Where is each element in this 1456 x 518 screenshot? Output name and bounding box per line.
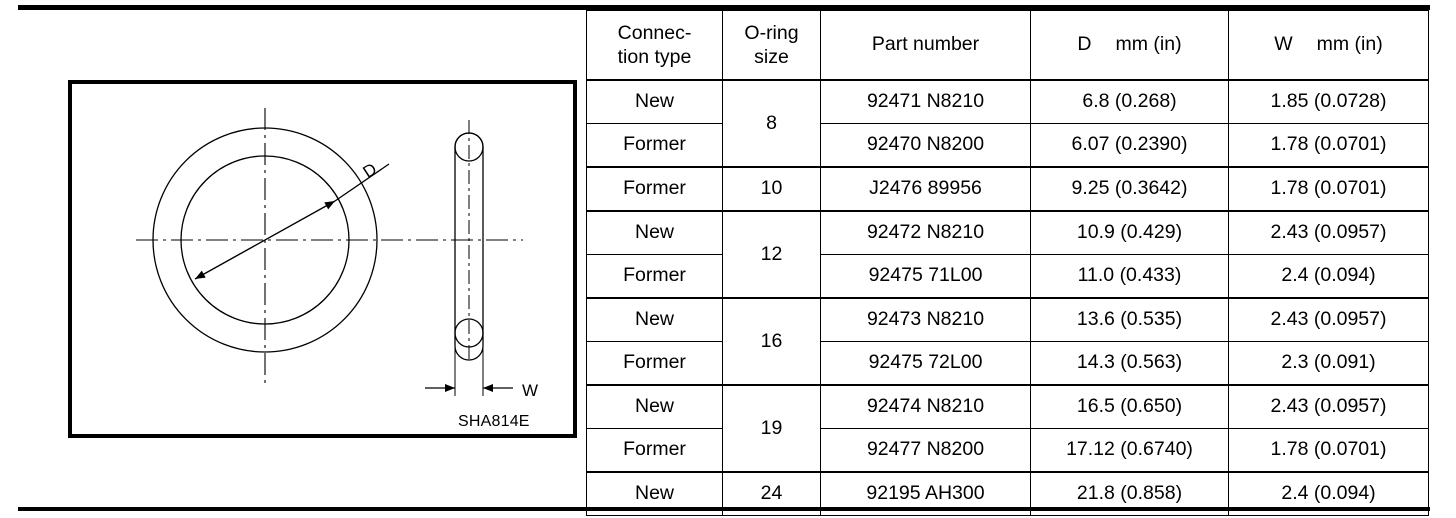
oring-section-view: [425, 120, 513, 396]
top-rule: [18, 5, 1430, 10]
d-cell: 16.5 (0.650): [1030, 384, 1229, 429]
table-row: Former 92475 71L00 11.0 (0.433) 2.4 (0.0…: [586, 254, 1429, 299]
part-number-cell: 92477 N8200: [820, 428, 1031, 473]
w-cell: 1.85 (0.0728): [1228, 79, 1429, 124]
part-number-cell: 92475 71L00: [820, 254, 1031, 299]
connection-type-cell: Former: [586, 254, 723, 299]
connection-type-cell: Former: [586, 166, 723, 212]
diameter-dimension-line: [194, 200, 336, 280]
d-cell: 6.8 (0.268): [1030, 79, 1229, 124]
connection-type-cell: Former: [586, 123, 723, 168]
d-cell: 11.0 (0.433): [1030, 254, 1229, 299]
table-row: New 8 92471 N8210 6.8 (0.268) 1.85 (0.07…: [586, 79, 1429, 168]
table-row: Former 92475 72L00 14.3 (0.563) 2.3 (0.0…: [586, 341, 1429, 386]
table-row: Former 10 J2476 89956 9.25 (0.3642) 1.78…: [586, 166, 1429, 212]
connection-type-cell: New: [586, 297, 723, 342]
connection-type-cell: Former: [586, 428, 723, 473]
oring-figure: D W SHA814E: [68, 80, 577, 438]
oring-size-cell: 19: [722, 384, 821, 473]
part-number-cell: 92472 N8210: [820, 210, 1031, 255]
w-cell: 1.78 (0.0701): [1228, 166, 1429, 212]
oring-size-cell: 8: [722, 79, 821, 168]
oring-size-cell: 16: [722, 297, 821, 386]
table-row: New 16 92473 N8210 13.6 (0.535) 2.43 (0.…: [586, 297, 1429, 386]
diameter-leader-line: [334, 163, 390, 202]
w-cell: 1.78 (0.0701): [1228, 123, 1429, 168]
header-part-number: Part number: [820, 10, 1031, 81]
part-number-cell: 92475 72L00: [820, 341, 1031, 386]
w-cell: 2.4 (0.094): [1228, 254, 1429, 299]
header-oring-size: O-ring size: [722, 10, 821, 81]
figure-code: SHA814E: [458, 413, 530, 430]
d-cell: 9.25 (0.3642): [1030, 166, 1229, 212]
w-cell: 2.43 (0.0957): [1228, 297, 1429, 342]
bottom-rule: [18, 507, 1430, 511]
w-cell: 1.78 (0.0701): [1228, 428, 1429, 473]
d-cell: 14.3 (0.563): [1030, 341, 1229, 386]
connection-type-cell: New: [586, 210, 723, 255]
oring-diagram: [136, 108, 523, 396]
connection-type-cell: Former: [586, 341, 723, 386]
table-row: New 12 92472 N8210 10.9 (0.429) 2.43 (0.…: [586, 210, 1429, 299]
w-cell: 2.43 (0.0957): [1228, 210, 1429, 255]
part-number-cell: 92473 N8210: [820, 297, 1031, 342]
w-cell: 2.43 (0.0957): [1228, 384, 1429, 429]
width-label: W: [522, 381, 539, 400]
table-row: Former 92470 N8200 6.07 (0.2390) 1.78 (0…: [586, 123, 1429, 168]
connection-type-cell: New: [586, 384, 723, 429]
d-cell: 6.07 (0.2390): [1030, 123, 1229, 168]
table-header-row: Connec- tion type O-ring size Part numbe…: [586, 10, 1429, 81]
section-bottom-cap: [454, 345, 484, 361]
oring-size-cell: 12: [722, 210, 821, 299]
part-number-cell: 92470 N8200: [820, 123, 1031, 168]
w-cell: 2.3 (0.091): [1228, 341, 1429, 386]
part-number-cell: 92474 N8210: [820, 384, 1031, 429]
d-cell: 17.12 (0.6740): [1030, 428, 1229, 473]
part-number-cell: J2476 89956: [820, 166, 1031, 212]
part-number-cell: 92471 N8210: [820, 79, 1031, 124]
header-connection-type: Connec- tion type: [586, 10, 723, 81]
oring-front-view: [136, 108, 523, 385]
oring-size-cell: 10: [722, 166, 821, 212]
connection-type-cell: New: [586, 79, 723, 124]
oring-spec-table: Connec- tion type O-ring size Part numbe…: [586, 10, 1429, 516]
table-row: Former 92477 N8200 17.12 (0.6740) 1.78 (…: [586, 428, 1429, 473]
table-row: New 19 92474 N8210 16.5 (0.650) 2.43 (0.…: [586, 384, 1429, 473]
d-cell: 13.6 (0.535): [1030, 297, 1229, 342]
d-cell: 10.9 (0.429): [1030, 210, 1229, 255]
